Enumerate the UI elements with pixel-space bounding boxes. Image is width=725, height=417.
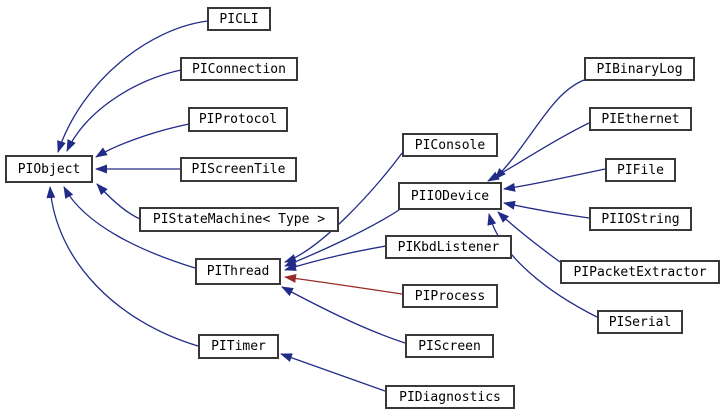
node-piconnection[interactable]: PIConnection — [180, 57, 298, 81]
edge-pithread-to-piobject — [63, 186, 196, 269]
node-pitimer[interactable]: PITimer — [198, 334, 279, 359]
node-pipacketextractor[interactable]: PIPacketExtractor — [560, 260, 720, 284]
edge-piethernet-to-piiodevice — [487, 122, 590, 182]
node-piethernet[interactable]: PIEthernet — [589, 107, 692, 131]
edge-piiodevice-to-pithread — [284, 209, 400, 267]
edge-picli-to-piobject — [57, 20, 209, 153]
edge-piprocess-to-pithread — [284, 274, 403, 295]
node-piscreentile[interactable]: PIScreenTile — [180, 157, 297, 182]
node-piiostring[interactable]: PIIOString — [589, 207, 692, 231]
edge-pidiagnostics-to-pitimer — [280, 353, 386, 392]
edge-piprotocol-to-piobject — [95, 123, 190, 158]
edge-piscreen-to-pithread — [281, 286, 406, 344]
edge-piserial-to-piiodevice — [487, 213, 598, 318]
node-piconsole[interactable]: PIConsole — [402, 133, 498, 157]
edge-pitimer-to-piobject — [46, 186, 199, 347]
node-pithread[interactable]: PIThread — [195, 258, 281, 285]
node-pikbdlistener[interactable]: PIKbdListener — [385, 235, 512, 259]
node-piprocess[interactable]: PIProcess — [402, 284, 498, 308]
node-picli[interactable]: PICLI — [207, 7, 271, 31]
node-piscreen[interactable]: PIScreen — [405, 334, 494, 358]
node-piprotocol[interactable]: PIProtocol — [188, 107, 288, 132]
edge-pifile-to-piiodevice — [503, 168, 606, 192]
edge-piconnection-to-piobject — [66, 69, 182, 152]
edge-pibinarylog-to-piiodevice — [494, 79, 585, 180]
node-pibinarylog[interactable]: PIBinaryLog — [584, 57, 695, 81]
edge-pikbdlistener-to-pithread — [284, 245, 387, 271]
edge-pistatemachine-to-piobject — [96, 183, 141, 220]
edge-piiostring-to-piiodevice — [503, 200, 590, 219]
node-pidiagnostics[interactable]: PIDiagnostics — [385, 385, 515, 409]
node-piiodevice[interactable]: PIIODevice — [398, 182, 502, 210]
node-pistatemachine[interactable]: PIStateMachine< Type > — [139, 207, 339, 232]
edge-piconsole-to-pithread — [284, 152, 403, 263]
node-piserial[interactable]: PISerial — [597, 310, 683, 334]
node-pifile[interactable]: PIFile — [605, 158, 676, 182]
node-piobject[interactable]: PIObject — [5, 155, 93, 183]
edge-pipacketextractor-to-piiodevice — [497, 211, 561, 263]
